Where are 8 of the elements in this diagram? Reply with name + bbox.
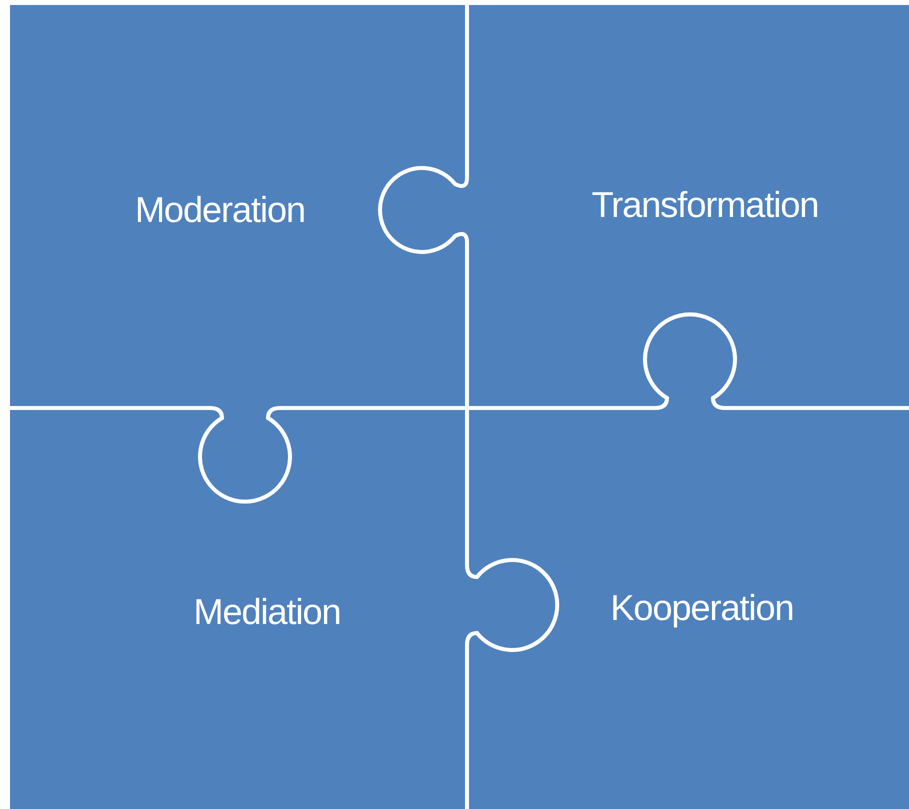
puzzle-piece: [467, 5, 909, 408]
puzzle-piece: [10, 408, 467, 809]
piece-label: Mediation: [193, 594, 341, 630]
piece-label: Transformation: [592, 187, 818, 223]
puzzle-piece: [467, 408, 909, 809]
piece-label: Moderation: [134, 192, 306, 228]
puzzle-piece: [10, 5, 467, 408]
piece-label: Kooperation: [610, 590, 794, 626]
